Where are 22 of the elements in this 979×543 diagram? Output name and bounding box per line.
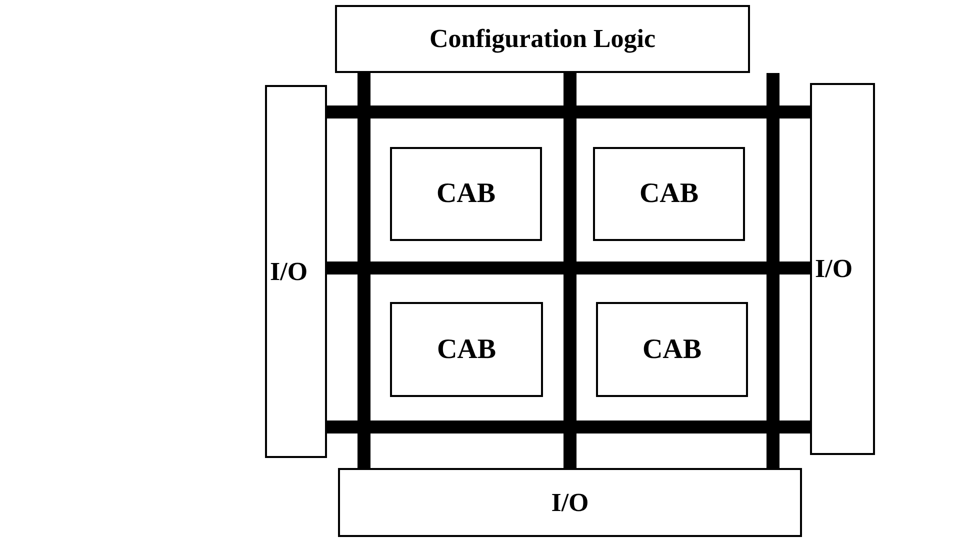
cab-block <box>593 147 745 241</box>
logic-block <box>335 5 750 73</box>
block-label: CAB <box>436 334 496 366</box>
bus-line <box>358 73 370 468</box>
io-block <box>810 83 875 455</box>
block-label: I/O <box>815 254 853 284</box>
cab-block <box>596 302 748 397</box>
cab-block <box>390 147 542 241</box>
bus-line <box>766 73 780 468</box>
cab-block <box>390 302 543 397</box>
bus-line <box>327 262 810 274</box>
block-label: I/O <box>270 256 308 286</box>
block-label: CAB <box>642 334 702 366</box>
bus-line <box>564 73 576 468</box>
block-label: CAB <box>639 178 699 210</box>
bus-line <box>327 106 810 118</box>
block-label: I/O <box>551 488 589 518</box>
io-block <box>338 468 802 537</box>
block-label: CAB <box>436 178 496 210</box>
io-block <box>265 85 327 458</box>
bus-line <box>327 420 810 434</box>
block-label: Configuration Logic <box>429 24 656 54</box>
